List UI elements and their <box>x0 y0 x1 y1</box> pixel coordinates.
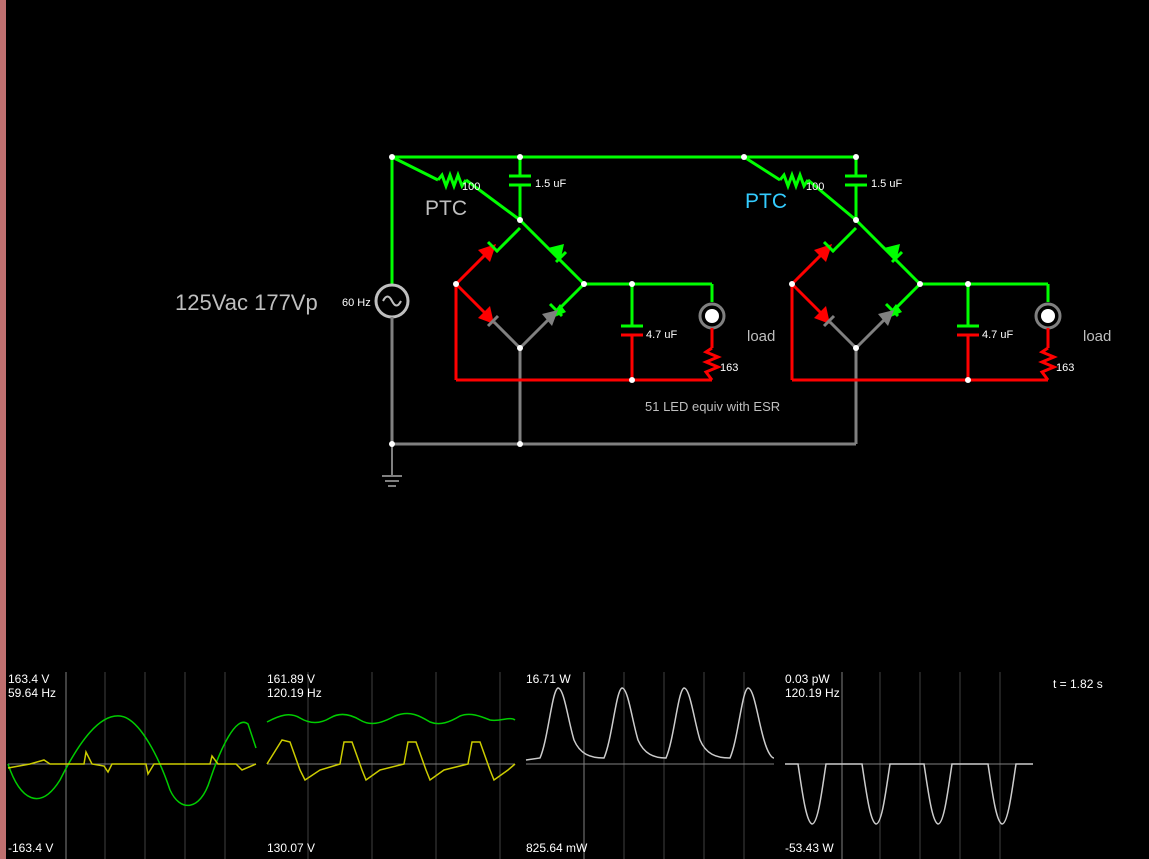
source-frequency-label: 60 Hz <box>342 297 371 309</box>
circuit-canvas[interactable]: 125Vac 177Vp 60 Hz PTC 100 PTC 100 1.5 u… <box>0 0 1149 660</box>
scope-3-max: 16.71 W <box>526 672 571 686</box>
ptc-1-value: 100 <box>462 181 480 193</box>
scope-2-trace-yellow <box>266 739 516 782</box>
scope-1-trace-yellow <box>7 749 257 777</box>
load-1-label: load <box>747 328 775 345</box>
window-left-border <box>0 0 6 859</box>
ptc-1-label: PTC <box>425 197 467 220</box>
scope-1-trace-green <box>7 715 257 807</box>
cap-top-1-label: 1.5 uF <box>535 178 566 190</box>
load-2-label: load <box>1083 328 1111 345</box>
ptc-2-value: 100 <box>806 181 824 193</box>
resistor-2-label: 163 <box>1056 362 1074 374</box>
note-label: 51 LED equiv with ESR <box>645 399 780 414</box>
ptc-2-label: PTC <box>745 190 787 213</box>
scope-4-trace-white <box>785 763 1033 825</box>
scope-3-trace-white <box>525 687 775 761</box>
scope-3[interactable] <box>525 672 775 859</box>
scope-2[interactable] <box>266 672 516 859</box>
source-label: 125Vac 177Vp <box>175 290 318 315</box>
circuit-nodes <box>389 154 971 447</box>
resistor-1-label: 163 <box>720 362 738 374</box>
scope-2-max: 161.89 V <box>267 672 316 686</box>
simulation-time: t = 1.82 s <box>1053 677 1103 691</box>
scope-4-min: -53.43 W <box>785 841 834 855</box>
ac-voltage-source[interactable] <box>374 283 410 444</box>
cap-filter-1-label: 4.7 uF <box>646 329 677 341</box>
scope-2-trace-green <box>266 712 516 725</box>
bridge-1[interactable] <box>391 155 726 382</box>
scope-2-min: 130.07 V <box>267 841 316 855</box>
ground-symbol[interactable] <box>382 444 402 487</box>
ground-rail-wire[interactable] <box>392 348 858 446</box>
scope-4-max: 0.03 pW <box>785 672 830 686</box>
scope-1[interactable] <box>7 672 257 859</box>
scope-4-freq: 120.19 Hz <box>785 686 840 700</box>
scope-4[interactable] <box>785 672 1033 859</box>
cap-filter-2-label: 4.7 uF <box>982 329 1013 341</box>
scope-1-freq: 59.64 Hz <box>8 686 57 700</box>
top-rail-wire[interactable] <box>390 155 856 285</box>
cap-top-2-label: 1.5 uF <box>871 178 902 190</box>
scope-2-freq: 120.19 Hz <box>267 686 322 700</box>
scope-3-min: 825.64 mW <box>526 841 588 855</box>
bridge-2[interactable] <box>743 155 1062 382</box>
scope-1-max: 163.4 V <box>8 672 50 686</box>
scope-1-min: -163.4 V <box>8 841 54 855</box>
